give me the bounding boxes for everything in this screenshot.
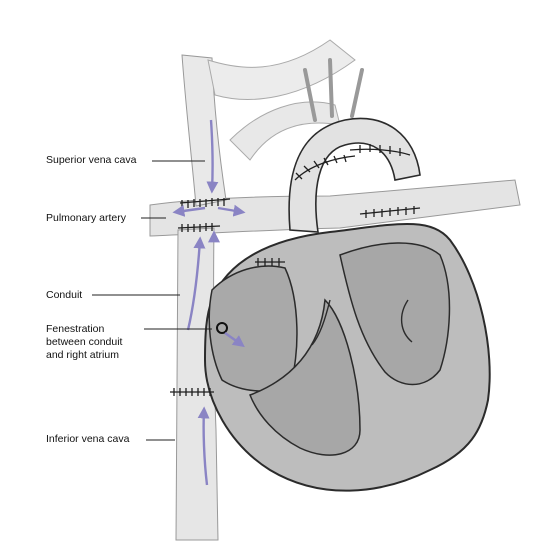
label-conduit: Conduit [46,289,83,301]
label-fenestration-line1: Fenestration [46,323,105,335]
label-superior-vena-cava: Superior vena cava [46,154,137,166]
right-ventricle [249,298,361,456]
leader-lines [92,160,212,441]
left-ventricle [339,242,451,386]
svc-flow-arrow [206,119,219,194]
flow-arrows [172,119,246,486]
label-pulmonary-artery: Pulmonary artery [46,212,126,224]
label-fenestration-line2: between conduit [46,336,123,348]
label-inferior-vena-cava: Inferior vena cava [46,433,130,445]
label-fenestration-line3: and right atrium [46,349,119,361]
pa-right-flow-arrow [217,204,246,217]
fenestration-opening [216,322,228,334]
fenestration-flow-arrow [224,332,245,348]
suture-lines [170,144,421,396]
right-atrium [208,265,298,392]
label-fenestration: Fenestration between conduit and right a… [46,323,122,362]
superior-vena-cava [181,54,227,207]
pa-left-flow-arrow [172,204,206,217]
conduit-up-flow-arrow [186,236,206,331]
ivc-flow-arrow [197,406,210,486]
aortic-branches [303,58,364,122]
brachiocephalic-vein [207,39,356,100]
